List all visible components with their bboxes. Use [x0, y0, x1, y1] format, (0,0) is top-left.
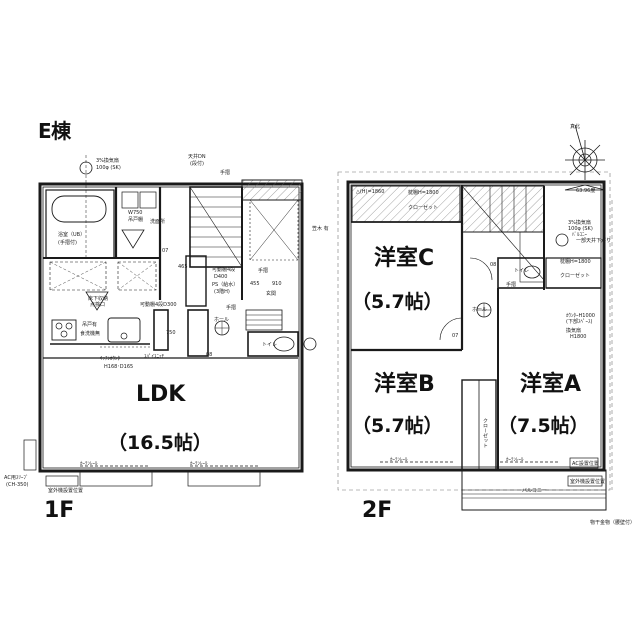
shelf-depth: D400 — [214, 274, 228, 280]
ps-label: PS（給水） — [212, 282, 239, 288]
balcony-kana-label: ﾊﾞﾙｺﾆｰ — [572, 232, 588, 238]
room-ldk-size: （16.5帖） — [108, 432, 212, 454]
curtain-rail-2f-b: ｶｰﾃﾝﾚｰﾙ — [390, 457, 408, 463]
num-08-2f: 08 — [490, 262, 497, 268]
num-07-1f: 07 — [162, 248, 169, 254]
room-b-size: （5.7帖） — [352, 415, 443, 437]
counter-label-2f: ｶｳﾝﾀｰH1000 — [566, 313, 595, 319]
curtain-rail-1f-left: ｶｰﾃﾝﾚｰﾙ — [80, 461, 98, 467]
balcony-label: バルコニー — [522, 488, 547, 494]
floor-label-1f: 1F — [44, 498, 75, 523]
washer-label: W750 — [128, 210, 143, 216]
vent-h-2f: H1800 — [570, 334, 587, 340]
ceiling-light-note: (段付) — [190, 161, 204, 167]
underfloor-label: 床下収納 — [88, 296, 109, 302]
hall-label-2f: ホール — [472, 307, 488, 313]
counter-label: ｷｯﾁﾝｶｳﾝﾀｰ — [100, 356, 123, 362]
floor-2f-walls — [337, 124, 613, 511]
kitchen-dishwasher-label: 食洗機無 — [80, 331, 101, 337]
curtain-rail-1f-right: ｶｰﾃﾝﾚｰﾙ — [190, 461, 208, 467]
vent-top-label-2f: 3%換気扇 — [568, 220, 591, 226]
num-08-1f: 08 — [206, 352, 213, 358]
clothes-hanger-label: 物干金物（腰壁付） — [590, 520, 636, 526]
spice-niche-label: ｽﾊﾟｲｽﾆｯﾁ — [144, 354, 165, 360]
vent-top-size-2f: 100φ (SK) — [568, 226, 593, 232]
ceiling-h-label: △(H)=1860 — [356, 189, 385, 195]
closet-c-shelf: 枕棚H=1800 — [408, 190, 439, 196]
cabinet-label: 吊戸棚 — [128, 217, 144, 223]
ac-position-label: AC設置位置 — [572, 461, 599, 467]
counter-size: H168･D165 — [104, 364, 134, 370]
curtain-rail-2f-a: ｶｰﾃﾝﾚｰﾙ — [506, 457, 524, 463]
dim-465: 465 — [178, 264, 188, 270]
kitchen-cabinet-label: 吊戸有 — [82, 322, 98, 328]
shelf-label: 可動棚4段 — [212, 267, 236, 273]
vent-size: 100φ (SK) — [96, 165, 121, 171]
shoebox-label: 笠木 有 — [312, 226, 329, 232]
compass-angle: 63.96度 — [576, 188, 596, 194]
room-ldk-name: LDK — [136, 382, 186, 407]
underfloor-label2: 点検口 — [90, 302, 106, 308]
shelf2-label: 可動棚4段D300 — [140, 302, 177, 308]
closet-b-label: クローゼット — [482, 418, 488, 448]
north-label: 真北 — [570, 124, 581, 130]
outdoor-unit-label-1f: 室外機設置位置 — [48, 488, 84, 494]
compass — [564, 124, 606, 191]
handrail-label-mid: 手摺 — [258, 268, 269, 274]
vent-label: 3%換気扇 — [96, 158, 119, 164]
toilet-label-1f: トイレ — [262, 342, 278, 348]
handrail-label-low: 手摺 — [226, 305, 237, 311]
num-07-2f: 07 — [452, 333, 459, 339]
washroom-label: 洗面所 — [150, 219, 166, 225]
ac-sleeve-size: (CH-350) — [6, 482, 29, 488]
ac-sleeve-label: AC用ｽﾘｰﾌﾞ — [4, 475, 29, 481]
room-c-name: 洋室C — [374, 246, 435, 271]
hall-label-1f: ホール — [214, 317, 230, 323]
counter-note-2f: (下部ｽﾍﾟｰｽ) — [566, 319, 593, 325]
vent-label-2f: 換気扇 — [566, 328, 582, 334]
floor-label-2f: 2F — [362, 498, 393, 523]
floor-1f-walls — [23, 155, 317, 487]
dim-910: 910 — [272, 281, 282, 287]
dim-750: 750 — [166, 330, 176, 336]
room-b-name: 洋室B — [374, 372, 435, 397]
room-a-name: 洋室A — [520, 372, 582, 397]
partial-ceiling-label: 一部天井下がり — [576, 238, 612, 244]
dim-455: 455 — [250, 281, 260, 287]
building-title: E棟 — [38, 119, 71, 143]
room-a-size: （7.5帖） — [498, 415, 589, 437]
ceiling-light-label: 天井DN — [188, 154, 206, 160]
closet-c-label: クローゼット — [408, 205, 439, 211]
outdoor-unit-label-2f: 室外機設置位置 — [570, 479, 606, 485]
ps-note: (3階H) — [214, 289, 230, 295]
bath-label: 浴室（UB） — [58, 232, 86, 238]
toilet-label-2f: トイレ — [514, 268, 530, 274]
closet-a-shelf: 枕棚H=1800 — [560, 259, 591, 265]
bath-note: (手摺付) — [58, 240, 77, 246]
handrail-label-top: 手摺 — [220, 170, 231, 176]
room-c-size: （5.7帖） — [352, 291, 443, 313]
handrail-label-2f: 手摺 — [506, 282, 517, 288]
closet-a-label: クローゼット — [560, 273, 591, 279]
entrance-label: 玄関 — [266, 291, 277, 297]
